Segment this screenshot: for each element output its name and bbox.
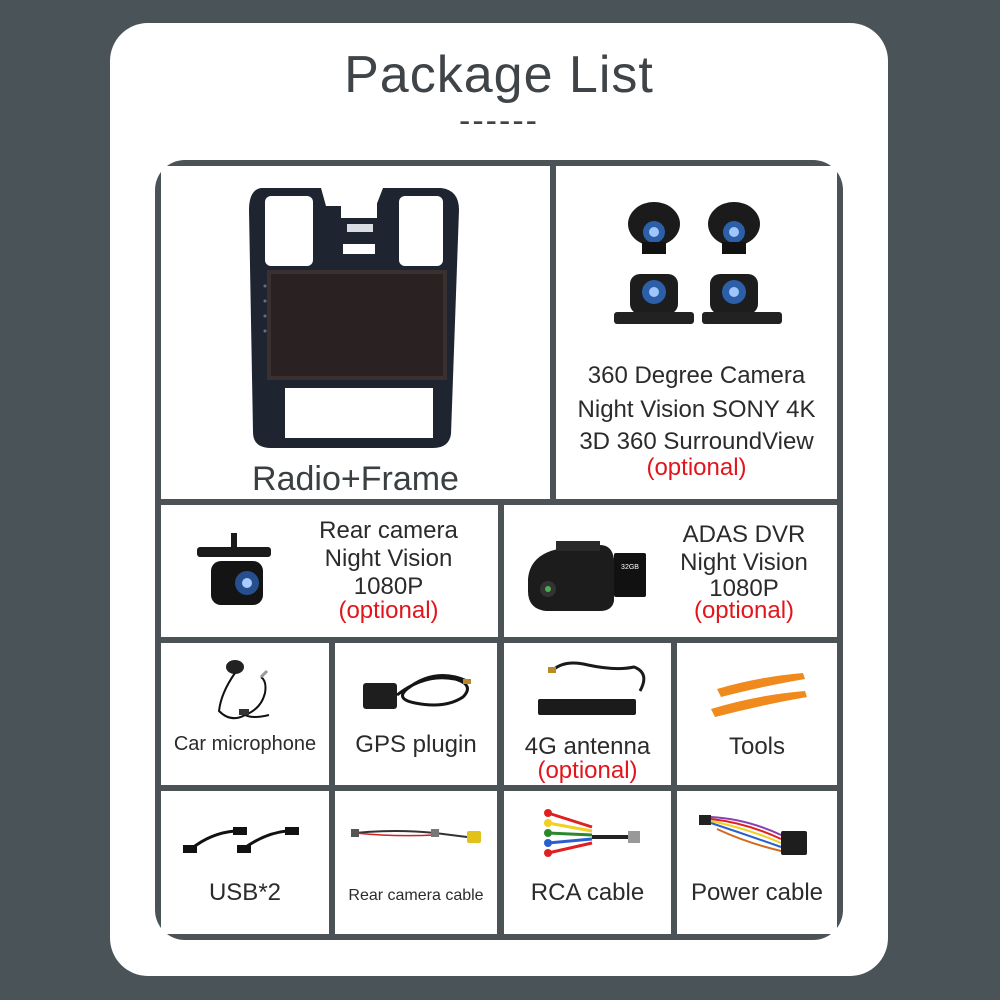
microphone-label: Car microphone [173, 733, 317, 755]
camera-360-line2: Night Vision SONY 4K [577, 396, 816, 423]
radio-frame-image [249, 188, 459, 448]
adas-dvr-optional: (optional) [693, 597, 795, 624]
antenna-optional: (optional) [537, 757, 638, 784]
item-4g-antenna: 4G antenna (optional) [504, 643, 671, 785]
title-underline: ------ [459, 102, 539, 140]
item-car-microphone: Car microphone [161, 643, 329, 785]
antenna-label: 4G antenna [524, 733, 651, 760]
item-usb: USB*2 [161, 791, 329, 934]
item-rca-cable: RCA cable [504, 791, 671, 934]
radio-frame-label: Radio+Frame [252, 460, 459, 498]
camera-360-image [614, 202, 782, 324]
item-rear-camera-cable: Rear camera cable [335, 791, 497, 934]
power-cable-label: Power cable [690, 879, 824, 906]
adas-dvr-line2: Night Vision [680, 549, 808, 576]
rear-camera-line3: 1080P [353, 573, 424, 600]
item-adas-dvr: 32GB ADAS DVR Night Vision 1080P (option… [504, 505, 837, 637]
gps-image [363, 674, 471, 709]
svg-text:32GB: 32GB [621, 564, 639, 571]
rear-camera-image [197, 533, 271, 605]
antenna-image [538, 661, 646, 715]
adas-dvr-line3: 1080P [709, 575, 779, 602]
gps-label: GPS plugin [355, 731, 477, 758]
adas-dvr-line1: ADAS DVR [682, 521, 806, 548]
usb-image [183, 827, 299, 853]
rear-camera-optional: (optional) [338, 597, 439, 624]
rear-cable-label: Rear camera cable [348, 887, 484, 904]
rear-camera-line2: Night Vision [324, 545, 453, 572]
item-radio-frame: Radio+Frame [161, 166, 550, 499]
rear-cable-image [351, 829, 481, 843]
rca-image [544, 809, 640, 865]
power-cable-image [699, 815, 807, 855]
tools-label: Tools [728, 733, 786, 760]
camera-360-line3: 3D 360 SurroundView [579, 428, 814, 455]
usb-label: USB*2 [208, 879, 282, 906]
camera-360-optional: (optional) [646, 454, 747, 481]
microphone-image [217, 660, 270, 720]
page-title: Package List [344, 46, 654, 104]
camera-360-line1: 360 Degree Camera [587, 362, 806, 389]
item-360-camera: 360 Degree Camera Night Vision SONY 4K 3… [556, 166, 837, 499]
item-tools: Tools [677, 643, 837, 785]
rear-camera-line1: Rear camera [319, 517, 458, 544]
item-rear-camera: Rear camera Night Vision 1080P (optional… [161, 505, 498, 637]
item-gps-plugin: GPS plugin [335, 643, 497, 785]
rca-label: RCA cable [530, 879, 645, 906]
item-power-cable: Power cable [677, 791, 837, 934]
adas-dvr-image: 32GB [528, 541, 646, 611]
tools-image [711, 673, 807, 717]
